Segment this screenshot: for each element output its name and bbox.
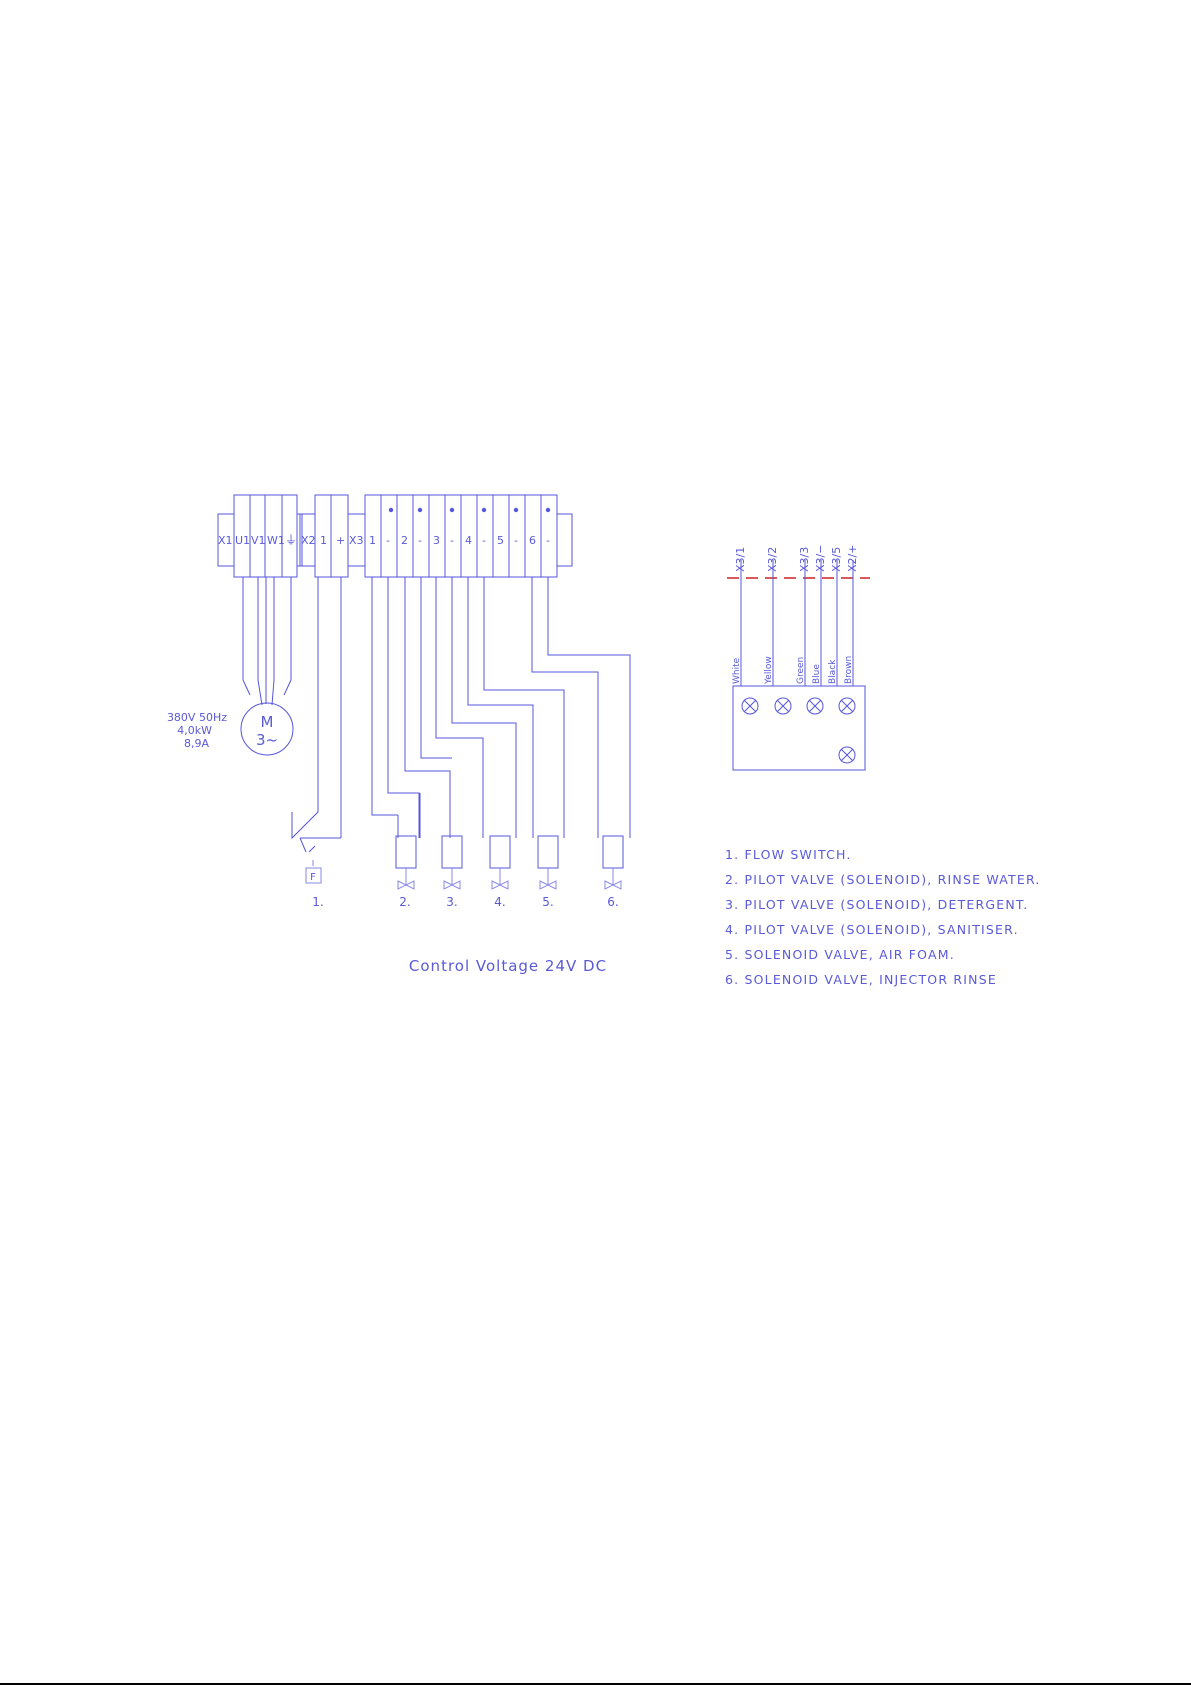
wire-color-label: White [732,657,742,684]
connector-pin-icon [806,697,824,715]
component-number: 6. [607,895,618,909]
connector-plug: X3/1 X3/2 X3/3 X3/− X3/5 X2/+ White Yell… [727,545,870,771]
legend-item: 2. PILOT VALVE (SOLENOID), RINSE WATER. [725,872,1041,887]
valve-4 [489,835,511,890]
jumper-dot [417,507,423,513]
motor-current: 8,9A [184,737,209,750]
component-number: 5. [542,895,553,909]
jumper-dot [513,507,519,513]
flow-switch-symbol: F [310,872,316,883]
valve-wiring [371,577,631,838]
motor-phase: 3~ [256,731,278,749]
motor-circuit: M 3~ 380V 50Hz 4,0kW 8,9A [167,577,294,756]
x3-pin-label: - [514,534,518,547]
connector-pin-icon [774,697,792,715]
legend-item: 4. PILOT VALVE (SOLENOID), SANITISER. [725,922,1019,937]
connector-ref: X3/2 [766,547,779,572]
x3-pin-label: 5 [497,534,504,547]
connector-pin-icon [838,746,856,764]
valve-6 [602,835,624,890]
component-number: 4. [494,895,505,909]
label-x2-pin1: 1 [320,534,327,547]
legend-item: 3. PILOT VALVE (SOLENOID), DETERGENT. [725,897,1028,912]
label-earth: ⏚ [285,533,297,547]
label-x2: X2 [301,534,316,547]
jumper-dot [449,507,455,513]
connector-pin-icon [741,697,759,715]
motor-letter: M [261,713,274,731]
label-x1: X1 [218,534,233,547]
valve-2 [395,835,417,890]
legend-item: 1. FLOW SWITCH. [725,847,852,862]
x3-pin-label: - [386,534,390,547]
motor-symbol [240,702,294,756]
label-x2-plus: + [336,534,345,547]
x3-pin-label: - [482,534,486,547]
motor-power: 4,0kW [177,724,212,737]
wire-color-label: Black [828,659,838,684]
terminal-block-x2: X2 1 + [299,494,349,578]
x3-pin-label: - [546,534,550,547]
label-u1: U1 [235,534,250,547]
x3-pin-label: 3 [433,534,440,547]
terminal-block-x1: X1 U1 V1 W1 ⏚ [217,494,303,578]
jumper-dot [545,507,551,513]
label-v1: V1 [251,534,266,547]
component-legend: 1. FLOW SWITCH. 2. PILOT VALVE (SOLENOID… [725,847,1041,987]
x3-pin-label: - [418,534,422,547]
component-number: 1. [312,895,323,909]
jumper-dot [481,507,487,513]
wire-color-label: Brown [844,656,854,684]
connector-ref: X2/+ [846,545,859,572]
wire-color-label: Blue [812,664,822,684]
x3-pin-label: 2 [401,534,408,547]
wire-color-label: Yellow [764,656,774,685]
wire-color-label: Green [796,657,806,684]
page-bottom-border [0,1683,1191,1685]
valve-3 [441,835,463,890]
component-number: 3. [446,895,457,909]
label-x3: X3 [349,534,364,547]
label-w1: W1 [267,534,285,547]
connector-housing [732,685,866,771]
x3-pin-label: - [450,534,454,547]
connector-ref: X3/5 [830,547,843,572]
x3-pin-label: 1 [369,534,376,547]
connector-ref: X3/− [814,545,827,572]
connector-pin-icon [838,697,856,715]
component-number: 2. [399,895,410,909]
motor-supply: 380V 50Hz [167,711,227,724]
legend-item: 6. SOLENOID VALVE, INJECTOR RINSE [725,972,997,987]
control-voltage-label: Control Voltage 24V DC [409,957,607,975]
x3-pin-label: 4 [465,534,472,547]
legend-item: 5. SOLENOID VALVE, AIR FOAM. [725,947,955,962]
connector-ref: X3/1 [734,547,747,572]
x3-pin-label: 6 [529,534,536,547]
terminal-block-x3: X3 1 - 2 - 3 - 4 - 5 - 6 - [347,494,573,578]
valve-5 [537,835,559,890]
jumper-dot [388,507,394,513]
flow-switch: F [291,577,342,884]
connector-ref: X3/3 [798,547,811,572]
